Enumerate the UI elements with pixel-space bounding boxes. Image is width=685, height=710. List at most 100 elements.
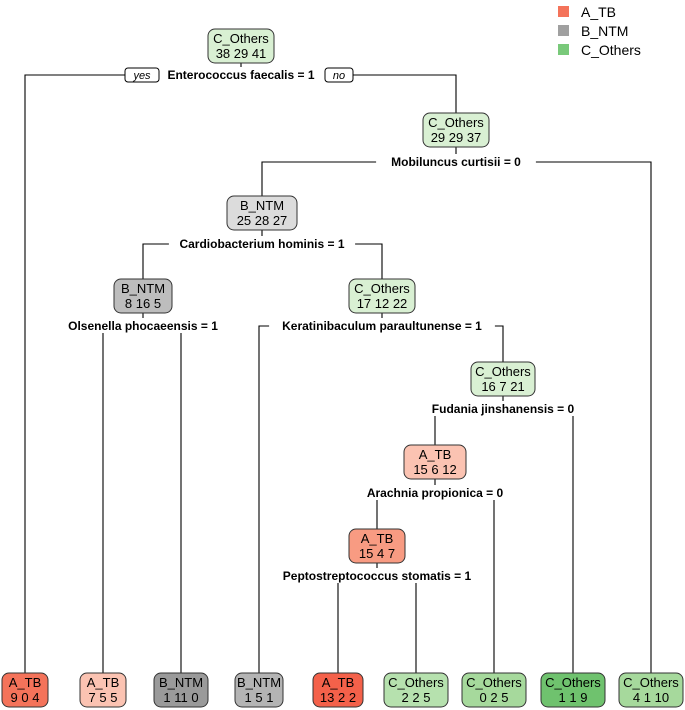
node-class-label: C_Others: [475, 364, 531, 379]
split-label: Arachnia propionica = 0: [367, 486, 504, 500]
node-box: [1, 672, 49, 708]
split-label-background: [168, 236, 356, 251]
split-labels: Enterococcus faecalis = 1 Mobiluncus curt…: [56, 67, 587, 583]
node-box: [422, 112, 490, 148]
tree-edge: [102, 325, 182, 673]
split-label: Enterococcus faecalis = 1: [167, 68, 314, 82]
node-counts: 29 29 37: [431, 130, 482, 145]
node-box: [461, 672, 527, 708]
split-label: Mobiluncus curtisii = 0: [391, 155, 521, 169]
branch-tag-label-yes: yes: [132, 70, 151, 82]
node-box: [113, 278, 173, 314]
node-class-label: B_NTM: [121, 281, 165, 296]
split-label-background: [419, 401, 587, 416]
node-class-label: C_Others: [545, 675, 601, 690]
split-label: Olsenella phocaeensis = 1: [68, 319, 218, 333]
node-counts: 15 6 12: [413, 462, 456, 477]
split-label: Cardiobacterium hominis = 1: [179, 237, 344, 251]
split-label: Peptostreptococcus stomatis = 1: [283, 569, 472, 583]
node-counts: 15 4 7: [359, 546, 395, 561]
legend-item-b-ntm: B_NTM: [558, 21, 641, 40]
node-class-label: C_Others: [388, 675, 444, 690]
node-counts: 38 29 41: [216, 46, 267, 61]
node-class-label: C_Others: [213, 31, 269, 46]
split-label-background: [154, 67, 328, 82]
node-box: [383, 672, 449, 708]
split-label-background: [269, 318, 495, 333]
legend-label: C_Others: [581, 41, 641, 58]
split-label: Keratinibaculum paraultunense = 1: [282, 319, 482, 333]
split-label-background: [376, 154, 536, 169]
node-box: [207, 28, 275, 64]
node-counts: 1 5 1: [245, 690, 274, 705]
legend: A_TB B_NTM C_Others: [558, 2, 641, 59]
legend-label: B_NTM: [581, 22, 629, 39]
node-box: [79, 672, 127, 708]
node-counts: 1 11 0: [163, 690, 198, 705]
node-counts: 1 1 9: [559, 690, 588, 705]
legend-item-c-others: C_Others: [558, 40, 641, 59]
node-class-label: C_Others: [428, 115, 484, 130]
node-counts: 8 16 5: [125, 296, 161, 311]
node-class-label: C_Others: [354, 281, 410, 296]
node-counts: 4 1 10: [633, 690, 669, 705]
node-box: [234, 672, 284, 708]
node-class-label: A_TB: [361, 531, 394, 546]
node-box: [540, 672, 606, 708]
branch-tag-no: [324, 67, 354, 83]
node-box: [226, 195, 298, 231]
split-label: Fudania jinshanensis = 0: [432, 402, 575, 416]
node-counts: 2 2 5: [402, 690, 431, 705]
node-box: [312, 672, 364, 708]
node-class-label: B_NTM: [237, 675, 281, 690]
branch-tag-yes: [124, 67, 160, 83]
node-class-label: C_Others: [623, 675, 679, 690]
node-class-label: A_TB: [322, 675, 355, 690]
legend-swatch: [558, 44, 569, 55]
legend-item-a-tb: A_TB: [558, 2, 641, 21]
node-counts: 9 0 4: [11, 690, 40, 705]
node-class-label: A_TB: [419, 447, 452, 462]
node-box: [348, 278, 416, 314]
node-box: [153, 672, 209, 708]
split-label-background: [270, 568, 484, 583]
legend-label: A_TB: [581, 3, 617, 20]
node-class-label: A_TB: [9, 675, 42, 690]
tree-node-l1: A_TB9 0 4: [1, 672, 49, 708]
node-counts: 13 2 2: [320, 690, 356, 705]
node-box: [618, 672, 684, 708]
node-class-label: B_NTM: [159, 675, 203, 690]
node-box: [348, 528, 406, 564]
branch-tag-label-no: no: [333, 70, 345, 82]
node-counts: 7 5 5: [89, 690, 118, 705]
node-box: [470, 361, 536, 397]
node-counts: 0 2 5: [480, 690, 509, 705]
split-label-background: [56, 318, 230, 333]
node-counts: 16 7 21: [481, 379, 524, 394]
tree-edge: [337, 575, 417, 673]
node-counts: 17 12 22: [357, 296, 408, 311]
split-label-background: [355, 485, 515, 500]
node-counts: 25 28 27: [237, 213, 288, 228]
node-class-label: B_NTM: [240, 198, 284, 213]
node-box: [403, 444, 467, 480]
node-class-label: C_Others: [466, 675, 522, 690]
tree-node-l2: A_TB7 5 5: [79, 672, 127, 708]
node-class-label: A_TB: [87, 675, 120, 690]
